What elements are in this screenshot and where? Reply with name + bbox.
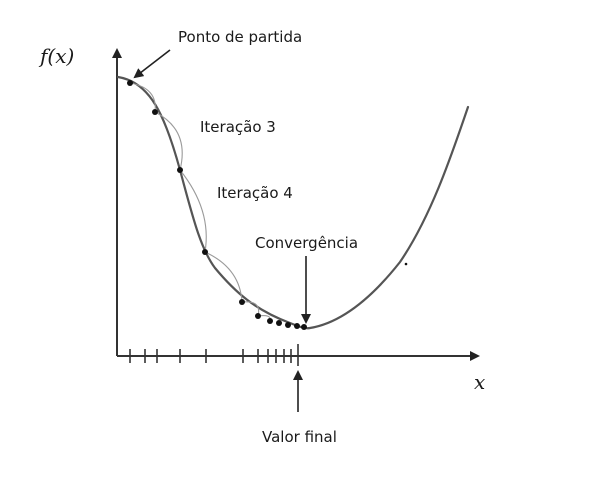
iteration-point (276, 320, 282, 326)
step-arc (204, 251, 243, 303)
iteration-point (152, 109, 158, 115)
step-arc (129, 82, 156, 113)
iteration-3-label: Iteração 3 (200, 118, 276, 136)
step-arc (179, 169, 207, 253)
iteration-4-label: Iteração 4 (217, 184, 293, 202)
cost-function-curve (116, 75, 470, 330)
iteration-point (301, 324, 307, 330)
iteration-point (239, 299, 245, 305)
iteration-point (267, 318, 273, 324)
iteration-point (127, 80, 133, 86)
final-value-label: Valor final (262, 428, 337, 446)
start-pointer-arrow (133, 49, 171, 79)
start-label: Ponto de partida (178, 28, 302, 46)
iteration-point (177, 167, 183, 173)
iteration-point (202, 249, 208, 255)
convergence-label: Convergência (255, 234, 358, 252)
y-axis-label: f(x) (38, 44, 74, 68)
x-axis-label: x (474, 370, 485, 394)
step-arc (154, 111, 183, 171)
iteration-point (285, 322, 291, 328)
iteration-point (294, 323, 300, 329)
iteration-point (255, 313, 261, 319)
stray-dot (404, 262, 408, 266)
